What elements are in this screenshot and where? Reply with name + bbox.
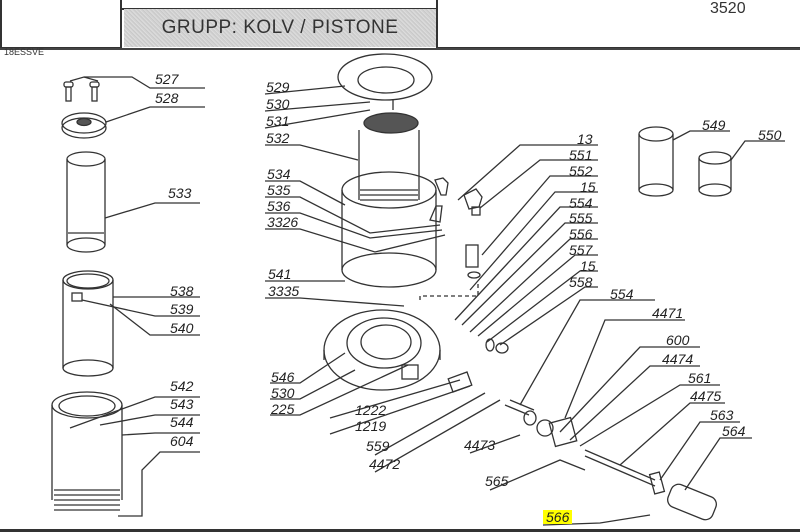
- handle-assembly: [329, 299, 752, 526]
- part-callout-549: 549: [702, 117, 726, 133]
- part-callout-534: 534: [267, 166, 291, 182]
- part-callout-557: 557: [569, 242, 593, 258]
- part-callout-531: 531: [266, 113, 290, 129]
- part-callout-529: 529: [266, 79, 290, 95]
- part-callout-225: 225: [271, 401, 295, 417]
- cups-549-550: [638, 126, 785, 197]
- part-callout-538: 538: [170, 283, 194, 299]
- fittings-551: [454, 144, 598, 354]
- part-callout-555: 555: [569, 210, 593, 226]
- part-callout-540: 540: [170, 320, 194, 336]
- part-callout-4474: 4474: [662, 351, 694, 367]
- group-title: GRUPP: KOLV / PISTONE: [161, 17, 399, 38]
- part-callout-15a: 15: [580, 179, 596, 195]
- part-callout-4473: 4473: [464, 437, 496, 453]
- part-callout-543: 543: [170, 396, 194, 412]
- part-callout-556: 556: [569, 226, 593, 242]
- part-callout-3326: 3326: [267, 214, 299, 230]
- part-callout-541: 541: [268, 266, 292, 282]
- part-callout-563: 563: [710, 407, 734, 423]
- part-callout-554b: 554: [610, 286, 634, 302]
- part-callout-552: 552: [569, 163, 593, 179]
- split-ring-529: [264, 53, 433, 129]
- part-callout-4471: 4471: [652, 305, 684, 321]
- part-callout-564: 564: [722, 423, 746, 439]
- bolts-527: [63, 76, 205, 102]
- bottom-rule: [0, 529, 800, 532]
- part-callout-565: 565: [485, 473, 509, 489]
- part-callout-530a: 530: [266, 96, 290, 112]
- header-title-box: GRUPP: KOLV / PISTONE: [124, 9, 436, 47]
- flange-546: [270, 309, 441, 416]
- page-number: 3520: [710, 0, 746, 17]
- part-callout-542: 542: [170, 378, 194, 394]
- flange-528: [61, 106, 205, 139]
- part-callout-600: 600: [666, 332, 690, 348]
- sleeve-538: [62, 270, 200, 377]
- part-callout-533: 533: [168, 185, 192, 201]
- holder-542: [51, 391, 200, 517]
- dashed-leader: [419, 284, 479, 300]
- header-divider: [0, 48, 800, 50]
- part-callout-561: 561: [688, 370, 712, 386]
- part-callout-4472: 4472: [369, 456, 401, 472]
- part-callout-551: 551: [569, 147, 593, 163]
- part-callout-550: 550: [758, 127, 782, 143]
- part-callout-3335: 3335: [268, 283, 300, 299]
- part-callout-528: 528: [155, 90, 179, 106]
- part-callout-536: 536: [267, 198, 291, 214]
- part-callout-546: 546: [271, 369, 295, 385]
- part-callout-559: 559: [366, 438, 390, 454]
- upper-cylinder-532: [265, 112, 420, 201]
- part-callout-604: 604: [170, 433, 194, 449]
- base-cylinder-541: [265, 171, 449, 307]
- part-callout-527: 527: [155, 71, 179, 87]
- cylinder-533: [66, 151, 200, 253]
- part-callout-4475: 4475: [690, 388, 722, 404]
- part-callout-554a: 554: [569, 195, 593, 211]
- part-callout-530b: 530: [271, 385, 295, 401]
- part-callout-1222: 1222: [355, 402, 387, 418]
- part-callout-13: 13: [577, 131, 593, 147]
- part-callout-1219: 1219: [355, 418, 387, 434]
- sub-code: 18ESSVE: [4, 47, 45, 57]
- part-callout-532: 532: [266, 130, 290, 146]
- part-callout-566: 566: [543, 510, 573, 524]
- part-callout-544: 544: [170, 414, 194, 430]
- part-callout-558: 558: [569, 274, 593, 290]
- part-callout-539: 539: [170, 301, 194, 317]
- part-callout-535: 535: [267, 182, 291, 198]
- part-callout-15b: 15: [580, 258, 596, 274]
